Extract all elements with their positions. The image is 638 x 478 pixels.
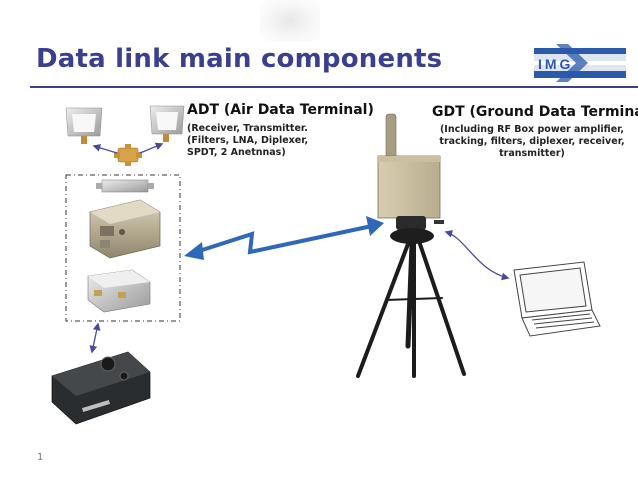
filter-icon (96, 179, 154, 193)
company-logo: IMG (528, 44, 632, 82)
laptop-icon (513, 261, 601, 337)
page-title: Data link main components (36, 44, 443, 74)
gdt-subtitle: (Including RF Box power amplifier, track… (439, 124, 625, 159)
header-shadow (260, 0, 320, 42)
gdt-antenna-icon (385, 113, 397, 161)
adt-title: ADT (Air Data Terminal) (187, 102, 374, 118)
transceiver-module-icon (89, 199, 161, 259)
modem-unit-icon (51, 351, 151, 425)
svg-text:IMG: IMG (538, 56, 573, 72)
tripod-icon (356, 241, 466, 378)
data-link-arrow (184, 216, 384, 260)
adt-to-modem-arrow (89, 322, 101, 354)
adt-assembly-boundary (65, 174, 181, 322)
switch-to-left-antenna-arrow (92, 144, 118, 154)
gdt-title: GDT (Ground Data Terminal) (432, 104, 638, 120)
adt-subtitle-line1: (Receiver, Transmitter. (187, 123, 308, 134)
title-divider (30, 86, 638, 88)
right-antenna-icon (149, 105, 185, 142)
gdt-rf-box-icon (377, 155, 441, 219)
gdt-to-laptop-arrow (444, 230, 510, 281)
spdt-switch-icon (114, 144, 142, 166)
adt-subtitle-line2: (Filters, LNA, Diplexer, SPDT, 2 Anetnna… (187, 135, 309, 158)
slide-number: 1 (37, 452, 44, 463)
tracking-head-icon (390, 216, 444, 244)
left-antenna-icon (65, 107, 103, 144)
diplexer-icon (87, 269, 151, 313)
switch-to-right-antenna-arrow (139, 142, 164, 154)
